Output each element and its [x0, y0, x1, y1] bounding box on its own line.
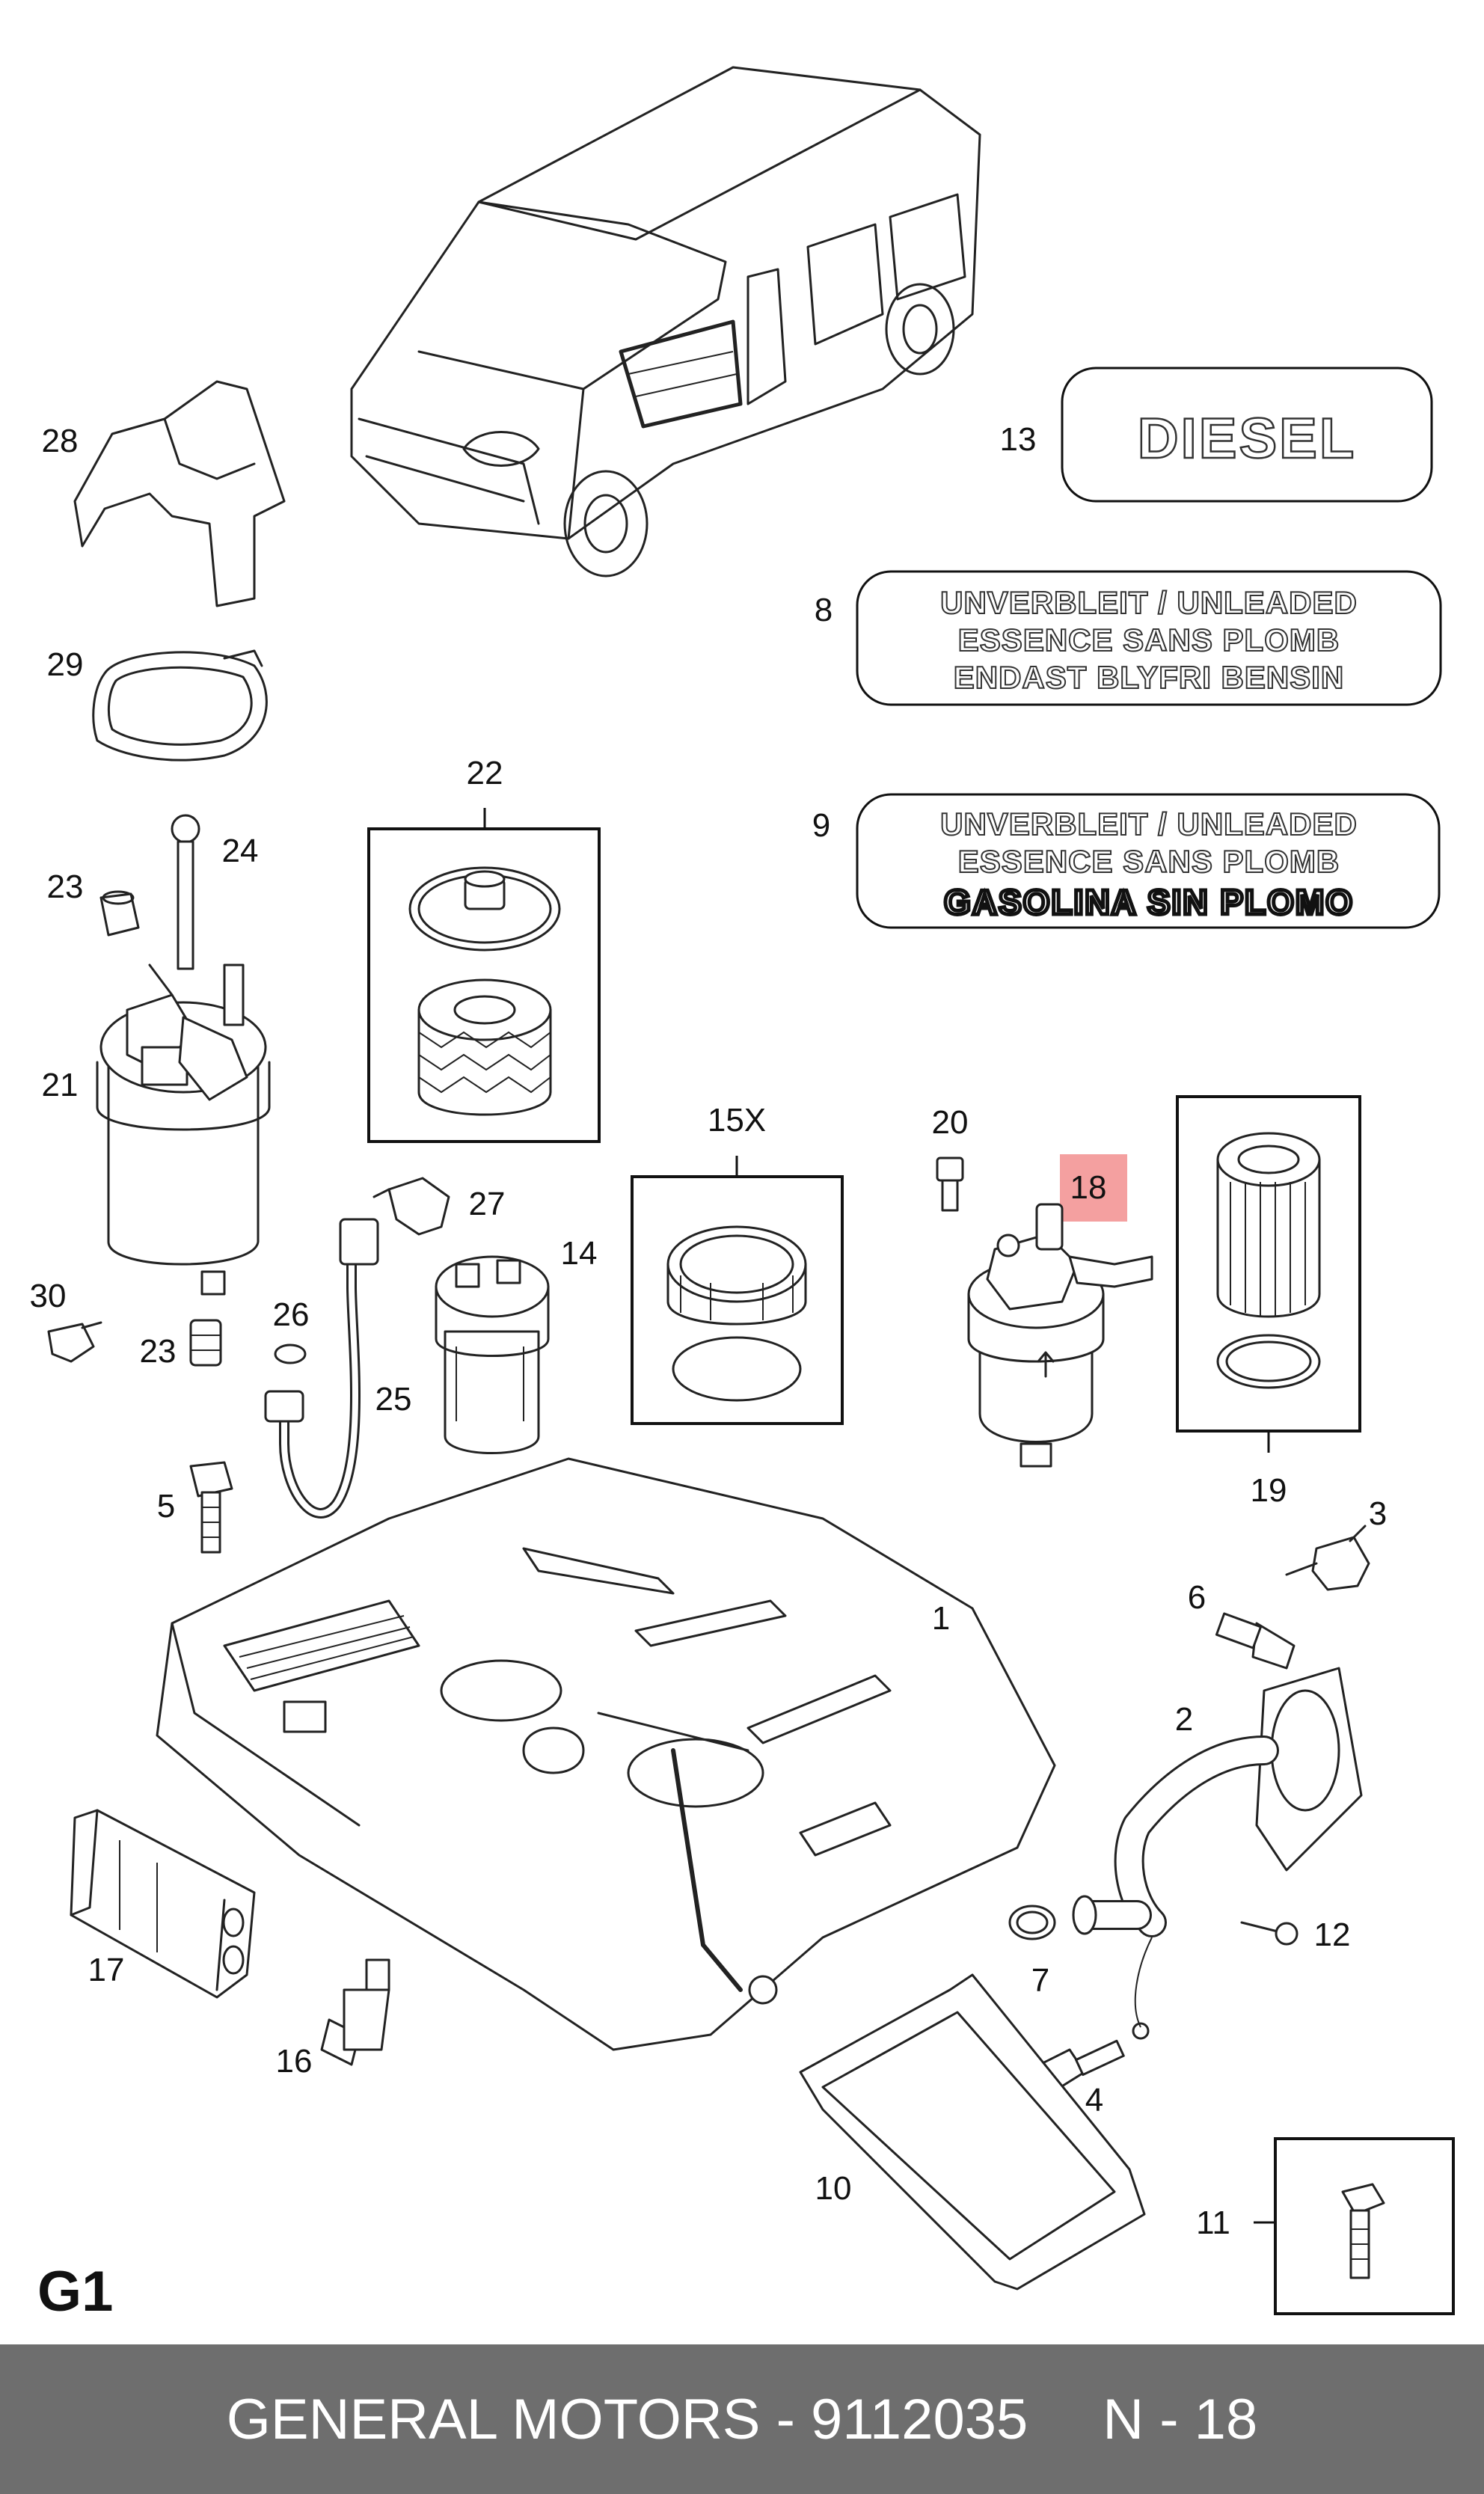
part-11-bolt-box	[1254, 2137, 1455, 2315]
callout-11: 11	[1196, 2205, 1230, 2241]
callout-13: 13	[1000, 421, 1037, 458]
footer-part-number: GENERAL MOTORS - 9112035	[226, 2387, 1028, 2451]
callout-19: 19	[1251, 1472, 1287, 1509]
part-27-connector	[372, 1177, 450, 1236]
callout-4: 4	[1085, 2082, 1103, 2118]
callout-27: 27	[469, 1186, 506, 1222]
van-illustration	[350, 66, 981, 577]
label-diesel: DIESEL	[1061, 367, 1433, 503]
callout-6: 6	[1188, 1579, 1206, 1616]
callout-29: 29	[47, 646, 84, 683]
callout-17: 17	[88, 1952, 125, 1988]
callout-22: 22	[467, 755, 503, 791]
callout-2: 2	[1175, 1701, 1193, 1738]
callout-5: 5	[157, 1488, 175, 1525]
callout-14: 14	[561, 1235, 598, 1272]
callout-26: 26	[273, 1296, 310, 1333]
part-7-hose-clamp	[1008, 1905, 1056, 1940]
part-15x-lock-ring-box	[631, 1156, 844, 1425]
callout-23-top: 23	[47, 868, 84, 905]
callout-18: 18	[1070, 1169, 1107, 1206]
part-6-flange-bolt	[1215, 1612, 1296, 1670]
part-10-shield	[799, 1973, 1146, 2291]
part-20-bleed-screw	[936, 1156, 964, 1212]
callout-16: 16	[276, 2043, 313, 2080]
callout-21: 21	[42, 1067, 79, 1103]
callout-28: 28	[42, 423, 79, 459]
callout-3: 3	[1369, 1495, 1387, 1532]
part-23-nipple-bottom	[189, 1319, 222, 1367]
label9-line3: GASOLINA SIN PLOMO	[944, 883, 1354, 922]
part-18-filter-assembly	[967, 1154, 1153, 1468]
callout-25: 25	[375, 1381, 412, 1418]
callout-30: 30	[30, 1278, 67, 1314]
label9-line2: ESSENCE SANS PLOMB	[958, 844, 1340, 879]
callout-7: 7	[1031, 1962, 1049, 1999]
callout-12: 12	[1314, 1917, 1351, 1953]
callout-8: 8	[815, 592, 833, 628]
callout-numbers: 1 2 3 4 5 6 7 8 9 10 11 12 13 14 15X 16 …	[30, 421, 1388, 2241]
callout-23-bottom: 23	[140, 1333, 177, 1370]
label-unleaded-9: UNVERBLEIT / UNLEADED ESSENCE SANS PLOMB…	[856, 793, 1441, 929]
callout-20: 20	[932, 1104, 969, 1141]
part-2-filler-neck	[1072, 1667, 1363, 2040]
part-23-nipple-top	[99, 890, 140, 937]
part-17-canister	[70, 1809, 256, 1999]
part-30-clip	[47, 1321, 102, 1363]
callout-9: 9	[812, 807, 830, 844]
footer-ref: N - 18	[1103, 2387, 1258, 2451]
part-21-filter-housing	[96, 963, 271, 1296]
callout-15x: 15X	[708, 1102, 766, 1139]
footer-bar: GENERAL MOTORS - 9112035 N - 18	[0, 2344, 1484, 2494]
label8-line2: ESSENCE SANS PLOMB	[958, 622, 1340, 658]
label8-line1: UNVERBLEIT / UNLEADED	[940, 585, 1358, 620]
part-22-filter-kit-box	[367, 808, 601, 1143]
part-12-screw	[1240, 1921, 1298, 1946]
callout-24: 24	[222, 833, 259, 869]
part-29-clamp-ring	[92, 649, 268, 762]
part-24-long-bolt	[171, 814, 200, 970]
part-25-fuel-line	[264, 1218, 379, 1519]
part-18-highlight	[1060, 1154, 1127, 1222]
label-diesel-text: DIESEL	[1138, 407, 1357, 471]
part-26-washer	[274, 1343, 307, 1364]
part-5-bolt	[189, 1461, 233, 1554]
label-unleaded-8: UNVERBLEIT / UNLEADED ESSENCE SANS PLOMB…	[856, 570, 1442, 706]
part-16-inline-filter	[320, 1958, 390, 2066]
callout-10: 10	[815, 2170, 852, 2207]
part-28-bracket	[73, 380, 286, 607]
part-1-fuel-tank	[156, 1457, 1056, 2051]
part-14-fuel-pump-unit	[435, 1255, 550, 1454]
label8-line3: ENDAST BLYFRI BENSIN	[954, 660, 1345, 695]
label9-line1: UNVERBLEIT / UNLEADED	[940, 806, 1358, 842]
section-code: G1	[37, 2260, 114, 2323]
part-3-valve	[1285, 1525, 1370, 1591]
callout-1: 1	[932, 1600, 950, 1637]
part-19-filter-element-box	[1176, 1095, 1361, 1453]
